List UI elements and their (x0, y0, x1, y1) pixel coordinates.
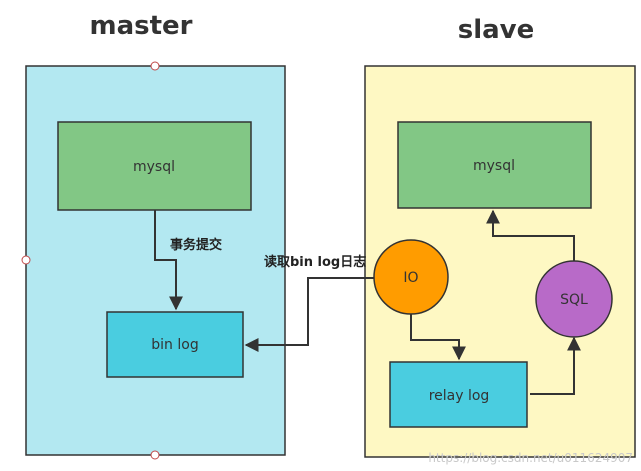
relaylog-box[interactable] (389, 361, 528, 428)
selection-handle-top[interactable] (150, 61, 160, 71)
binlog-label: bin log (151, 337, 198, 353)
slave-mysql-box[interactable] (397, 121, 592, 209)
io-to-relaylog-edge (410, 314, 466, 361)
sql-thread-label: SQL (560, 292, 588, 308)
commit-edge-label: 事务提交 (170, 237, 222, 253)
sql-thread-circle[interactable] (535, 260, 613, 338)
read-edge (244, 277, 374, 352)
watermark-text: https://blog.csdn.net/u011624907 (428, 451, 633, 465)
selection-handle-bottom[interactable] (150, 450, 160, 460)
read-edge-label: 读取bin log日志 (264, 254, 366, 270)
relaylog-label: relay log (429, 388, 490, 404)
sql-to-mysql-edge (486, 209, 575, 262)
binlog-box[interactable] (106, 311, 244, 378)
master-title: master (90, 11, 193, 41)
master-mysql-label: mysql (133, 159, 175, 175)
io-thread-label: IO (403, 270, 418, 286)
slave-title: slave (458, 15, 535, 45)
commit-edge (154, 210, 183, 311)
relaylog-to-sql-edge (530, 336, 581, 395)
selection-handle-left[interactable] (21, 255, 31, 265)
master-mysql-box[interactable] (57, 121, 252, 211)
io-thread-circle[interactable] (373, 239, 449, 315)
slave-mysql-label: mysql (473, 158, 515, 174)
